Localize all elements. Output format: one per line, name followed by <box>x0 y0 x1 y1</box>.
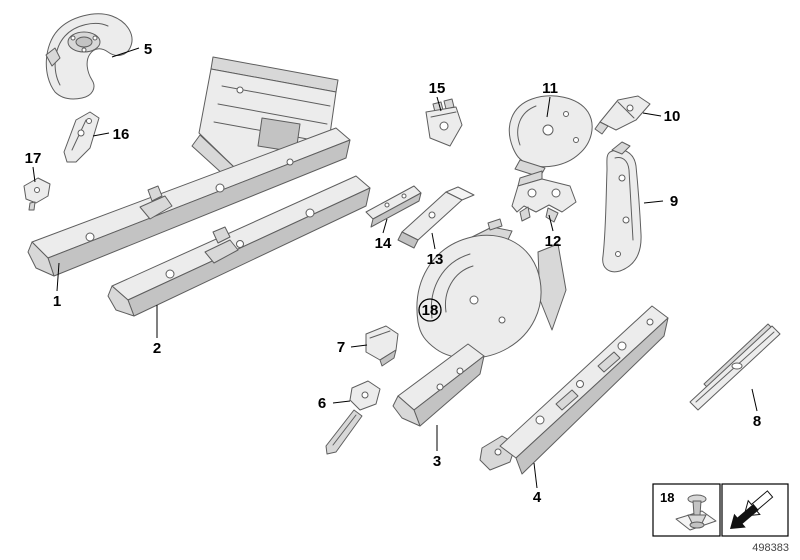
part-15-mount <box>425 98 463 147</box>
callout-4[interactable]: 4 <box>533 489 542 506</box>
part-10-bracket <box>594 95 651 135</box>
callout-13[interactable]: 13 <box>427 251 444 268</box>
main-floor-assembly <box>27 56 371 317</box>
legend-item-number: 18 <box>660 490 674 505</box>
callout-15[interactable]: 15 <box>429 80 446 97</box>
part-14-strip <box>365 185 422 228</box>
callout-12[interactable]: 12 <box>545 233 562 250</box>
callout-3[interactable]: 3 <box>433 453 441 470</box>
part-7-closing-plate <box>365 325 399 367</box>
callout-5[interactable]: 5 <box>144 41 152 58</box>
part-5-rear-wheelhouse-left <box>45 13 133 100</box>
part-4-rear-side-member <box>479 305 669 475</box>
part-11-wheel-arch-inner <box>508 95 593 178</box>
callout-1[interactable]: 1 <box>53 293 61 310</box>
callout-17[interactable]: 17 <box>25 150 42 167</box>
part-13-channel <box>397 186 475 249</box>
callout-10[interactable]: 10 <box>664 108 681 125</box>
part-17-small-bracket <box>23 177 51 211</box>
part-12-support-bracket <box>511 170 577 223</box>
part-9-pillar-reinforcement <box>602 141 642 273</box>
callout-2[interactable]: 2 <box>153 340 161 357</box>
legend: 18 498383 <box>652 483 789 554</box>
callout-16[interactable]: 16 <box>113 126 130 143</box>
diagram-number: 498383 <box>752 542 789 554</box>
callouts: 1 2 3 4 5 6 7 8 9 10 11 12 13 14 15 16 1… <box>25 41 762 506</box>
callout-7[interactable]: 7 <box>337 339 345 356</box>
part-8-reinforcement-strip <box>689 323 781 411</box>
part-6-bracket-with-strut <box>325 380 381 455</box>
install-direction-arrow-icon <box>730 490 774 529</box>
callout-11[interactable]: 11 <box>542 80 558 97</box>
part-16-bracket-plate <box>63 111 100 163</box>
callout-8[interactable]: 8 <box>753 413 761 430</box>
callout-18-circle <box>418 298 442 322</box>
callout-9[interactable]: 9 <box>670 193 678 210</box>
callout-6[interactable]: 6 <box>318 395 326 412</box>
leader-lines <box>32 47 758 489</box>
callout-18[interactable]: 18 <box>422 302 439 319</box>
expanding-nut-icon <box>675 494 717 531</box>
part-3-rear-wheelhouse-with-rail <box>392 218 567 427</box>
callout-14[interactable]: 14 <box>375 235 392 252</box>
callout-18-circled[interactable]: 18 <box>418 298 442 322</box>
